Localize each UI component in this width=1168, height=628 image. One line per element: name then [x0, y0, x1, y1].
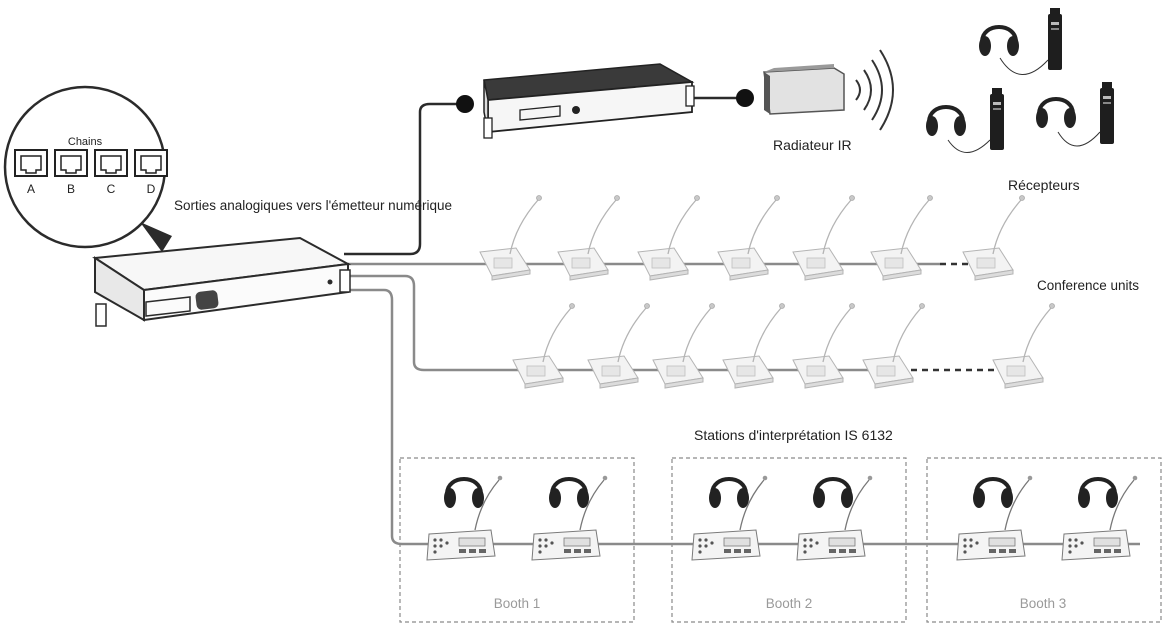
headphones-icon: [971, 477, 1015, 510]
microphone-unit-icon: [962, 194, 1026, 281]
interpreter-desk: [531, 475, 608, 561]
interpreter-desk: [426, 475, 503, 561]
interpreter-desk: [691, 475, 768, 561]
conference-row-1: [479, 194, 1026, 281]
microphone-unit-icon: [717, 194, 781, 281]
rj45-port-icon: [134, 149, 168, 177]
microphone-unit-icon: [652, 302, 716, 389]
rj45-port-icon: [14, 149, 48, 177]
rj45-ports: [14, 149, 168, 177]
port-label-d: D: [147, 182, 156, 196]
microphone-unit-icon: [512, 302, 576, 389]
ir-receiver-icon: [1048, 8, 1062, 70]
ir-radiator: [763, 64, 845, 115]
ir-receiver-icon: [990, 88, 1004, 150]
interpretation-label: Stations d'interprétation IS 6132: [694, 427, 893, 443]
booth-1: [399, 457, 635, 623]
ir-transmitter: [456, 63, 754, 139]
port-label-c: C: [107, 182, 116, 196]
microphone-unit-icon: [722, 302, 786, 389]
conference-row-2: [512, 302, 1056, 389]
headphones-icon: [1034, 97, 1078, 130]
interpreter-desk: [796, 475, 873, 561]
analog-outputs-label: Sorties analogiques vers l'émetteur numé…: [174, 198, 452, 213]
port-label-a: A: [27, 182, 35, 196]
ir-waves-icon: [855, 49, 894, 131]
microphone-unit-icon: [992, 302, 1056, 389]
microphone-unit-icon: [479, 194, 543, 281]
microphone-unit-icon: [862, 302, 926, 389]
headphones-icon: [707, 477, 751, 510]
chains-label: Chains: [68, 136, 103, 148]
headphones-icon: [442, 477, 486, 510]
microphone-unit-icon: [637, 194, 701, 281]
microphone-unit-icon: [557, 194, 621, 281]
receiver-set-1: [977, 8, 1062, 75]
headphones-icon: [977, 25, 1021, 58]
microphone-unit-icon: [870, 194, 934, 281]
booth-3: [926, 457, 1162, 623]
headphones-icon: [924, 105, 968, 138]
headphones-icon: [811, 477, 855, 510]
microphone-unit-icon: [792, 302, 856, 389]
microphone-unit-icon: [587, 302, 651, 389]
receivers-label: Récepteurs: [1008, 177, 1080, 193]
receiver-set-3: [1034, 82, 1114, 147]
port-label-b: B: [67, 182, 75, 196]
headphones-icon: [547, 477, 591, 510]
central-control-unit: [92, 236, 352, 327]
booth-1-label: Booth 1: [494, 596, 541, 611]
interpreter-desk: [956, 475, 1033, 561]
booth-2-label: Booth 2: [766, 596, 813, 611]
receiver-set-2: [924, 88, 1004, 153]
rj45-port-icon: [54, 149, 88, 177]
ir-receiver-icon: [1100, 82, 1114, 144]
booth-3-label: Booth 3: [1020, 596, 1067, 611]
rj45-port-icon: [94, 149, 128, 177]
booth-2: [671, 457, 907, 623]
conference-units-label: Conference units: [1037, 278, 1139, 293]
microphone-unit-icon: [792, 194, 856, 281]
radiator-label: Radiateur IR: [773, 137, 852, 153]
headphones-icon: [1076, 477, 1120, 510]
interpreter-desk: [1061, 475, 1138, 561]
cables: [344, 96, 1140, 546]
